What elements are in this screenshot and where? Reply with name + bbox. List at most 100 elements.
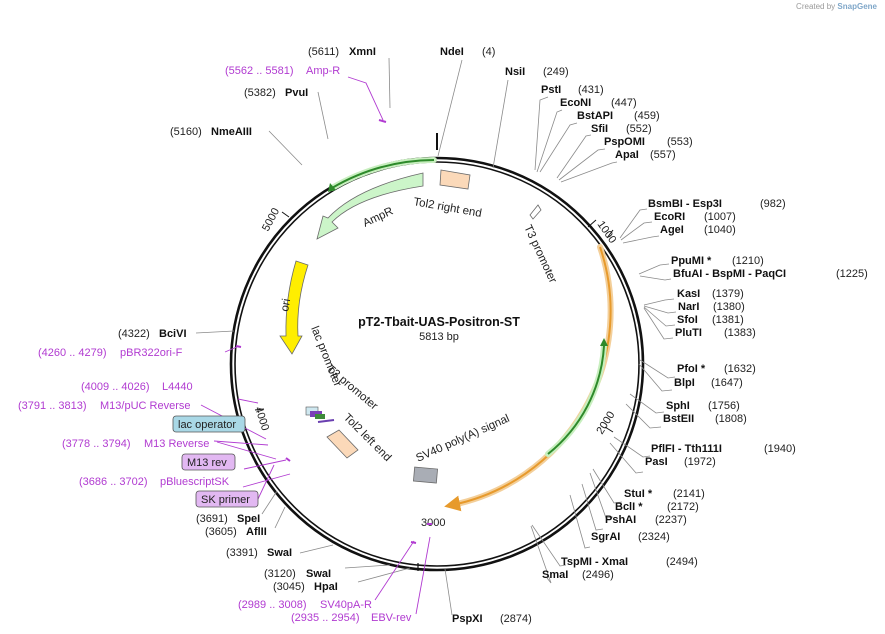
enzyme-spei-pos: (3691) — [196, 513, 228, 525]
feature-sv40-polya — [412, 466, 438, 484]
primer-m13puc-range: (3791 .. 3813) — [18, 400, 87, 412]
enzyme-sgrai: SgrAI — [591, 531, 620, 543]
orf-green-top-head — [328, 183, 336, 192]
primer-m13rev: M13 Reverse — [144, 438, 209, 450]
enzyme-blpi: BlpI — [674, 377, 695, 389]
enzyme-bamhi-pos: (3120) — [264, 568, 296, 580]
enzyme-nsii-pos: (249) — [543, 66, 569, 78]
primer-l4440: L4440 — [162, 381, 193, 393]
enzyme-aflii: AflII — [246, 526, 267, 538]
primer-ebvrev: EBV-rev — [371, 612, 412, 624]
snapgene-logo: SnapGene — [837, 2, 877, 11]
enzyme-psti-pos: (431) — [578, 84, 604, 96]
primer-labels: (5562 .. 5581) Amp-R (4260 .. 4279) pBR3… — [18, 65, 412, 624]
backbone-inner — [234, 161, 640, 567]
enzyme-bsteii: BstEII — [663, 413, 694, 425]
tick-5000: 5000 — [260, 206, 282, 233]
enzyme-pspomi-pos: (553) — [667, 136, 693, 148]
enzyme-pasi-pos: (1972) — [684, 456, 716, 468]
primer-pbluescriptsk: pBluescriptSK — [160, 476, 230, 488]
enzyme-nmeaiii-pos: (5160) — [170, 126, 202, 138]
enzyme-pasi: PasI — [645, 456, 668, 468]
enzyme-pshai: PshAI — [605, 514, 636, 526]
enzyme-smai-pos: (2496) — [582, 569, 614, 581]
enzyme-pvui: PvuI — [285, 87, 308, 99]
label-tol2-right-end: Tol2 right end — [412, 196, 482, 220]
enzyme-leaders — [195, 57, 677, 616]
enzyme-bsmbi-pos: (982) — [760, 198, 786, 210]
enzyme-psti: PstI — [541, 84, 561, 96]
enzyme-sfii: SfiI — [591, 123, 608, 135]
lac-operator-box — [172, 415, 246, 433]
enzyme-ndei-pos: (4) — [482, 46, 495, 58]
enzyme-pfoi: PfoI * — [677, 363, 706, 375]
m13-rev-box — [181, 453, 236, 471]
primer-pbr322ori-range: (4260 .. 4279) — [38, 347, 107, 359]
enzyme-pspomi: PspOMI — [604, 136, 645, 148]
enzyme-apai-pos: (557) — [650, 149, 676, 161]
orf-green-right — [545, 343, 607, 457]
tick-3000: 3000 — [421, 517, 445, 529]
enzyme-ppumi-pos: (1210) — [732, 255, 764, 267]
enzyme-sphi: SphI — [666, 400, 690, 412]
enzyme-stui-pos: (2141) — [673, 488, 705, 500]
enzyme-bstapi: BstAPI — [577, 110, 613, 122]
enzyme-nari: NarI — [678, 301, 699, 313]
enzyme-hpai: HpaI — [314, 581, 338, 593]
attribution: Created by SnapGene — [796, 2, 877, 11]
enzyme-ndei: NdeI — [440, 46, 464, 58]
orf-green-right-core — [547, 345, 605, 455]
enzyme-sfoi: SfoI — [677, 314, 698, 326]
primer-ebvrev-range: (2935 .. 2954) — [291, 612, 360, 624]
enzyme-kasi-pos: (1379) — [712, 288, 744, 300]
enzyme-labels: NdeI (4) NsiI (249) PstI (431) EcoNI (44… — [118, 46, 868, 625]
enzyme-bsteii-pos: (1808) — [715, 413, 747, 425]
ticks — [254, 211, 614, 571]
label-ampr: AmpR — [361, 205, 395, 229]
enzyme-tspmi-pos: (2494) — [666, 556, 698, 568]
primer-l4440-range: (4009 .. 4026) — [81, 381, 150, 393]
enzyme-bamhi: SwaI — [306, 568, 331, 580]
primer-ampr: Amp-R — [306, 65, 340, 77]
feature-ori — [279, 260, 309, 355]
lac-operator-label: lac operator — [178, 419, 236, 431]
orf-green-top-core — [331, 159, 435, 189]
enzyme-bcivi-pos: (4322) — [118, 328, 150, 340]
enzyme-pspxi-pos: (2874) — [500, 613, 532, 625]
enzyme-xmni: XmnI — [349, 46, 376, 58]
enzyme-nmeaiii: NmeAIII — [211, 126, 252, 138]
label-t3-promoter-top: T3 promoter — [521, 223, 558, 285]
enzyme-bcli-pos: (2172) — [667, 501, 699, 513]
sk-primer-label: SK primer — [201, 494, 250, 506]
enzyme-pspxi: PspXI — [452, 613, 483, 625]
enzyme-bstapi-pos: (459) — [634, 110, 660, 122]
plasmid-size: 5813 bp — [419, 331, 459, 343]
enzyme-pluti: PluTI — [675, 327, 702, 339]
feature-tol2-left-end — [326, 429, 359, 459]
primer-marks — [235, 119, 432, 544]
enzyme-stui: StuI * — [624, 488, 653, 500]
enzyme-apai: ApaI — [615, 149, 639, 161]
enzyme-sfoi-pos: (1381) — [712, 314, 744, 326]
attribution-text: Created by — [796, 2, 836, 11]
label-ori: ori — [279, 298, 293, 313]
enzyme-sfii-pos: (552) — [626, 123, 652, 135]
enzyme-econi-pos: (447) — [611, 97, 637, 109]
enzyme-spei: SpeI — [237, 513, 260, 525]
backbone-outer — [229, 156, 645, 572]
primer-sv40pa: SV40pA-R — [320, 599, 372, 611]
tick-2000: 2000 — [594, 409, 617, 436]
enzyme-blpi-pos: (1647) — [711, 377, 743, 389]
enzyme-nsii: NsiI — [505, 66, 525, 78]
enzyme-pvui-pos: (5382) — [244, 87, 276, 99]
enzyme-pfoi-pos: (1632) — [724, 363, 756, 375]
feature-small-lac-cluster — [305, 406, 335, 423]
enzyme-sgrai-pos: (2324) — [638, 531, 670, 543]
enzyme-tspmi: TspMI - XmaI — [561, 556, 628, 568]
enzyme-pluti-pos: (1383) — [724, 327, 756, 339]
sk-primer-box — [195, 490, 259, 508]
enzyme-kasi: KasI — [677, 288, 700, 300]
enzyme-ecori: EcoRI — [654, 211, 685, 223]
enzyme-smai: SmaI — [542, 569, 568, 581]
